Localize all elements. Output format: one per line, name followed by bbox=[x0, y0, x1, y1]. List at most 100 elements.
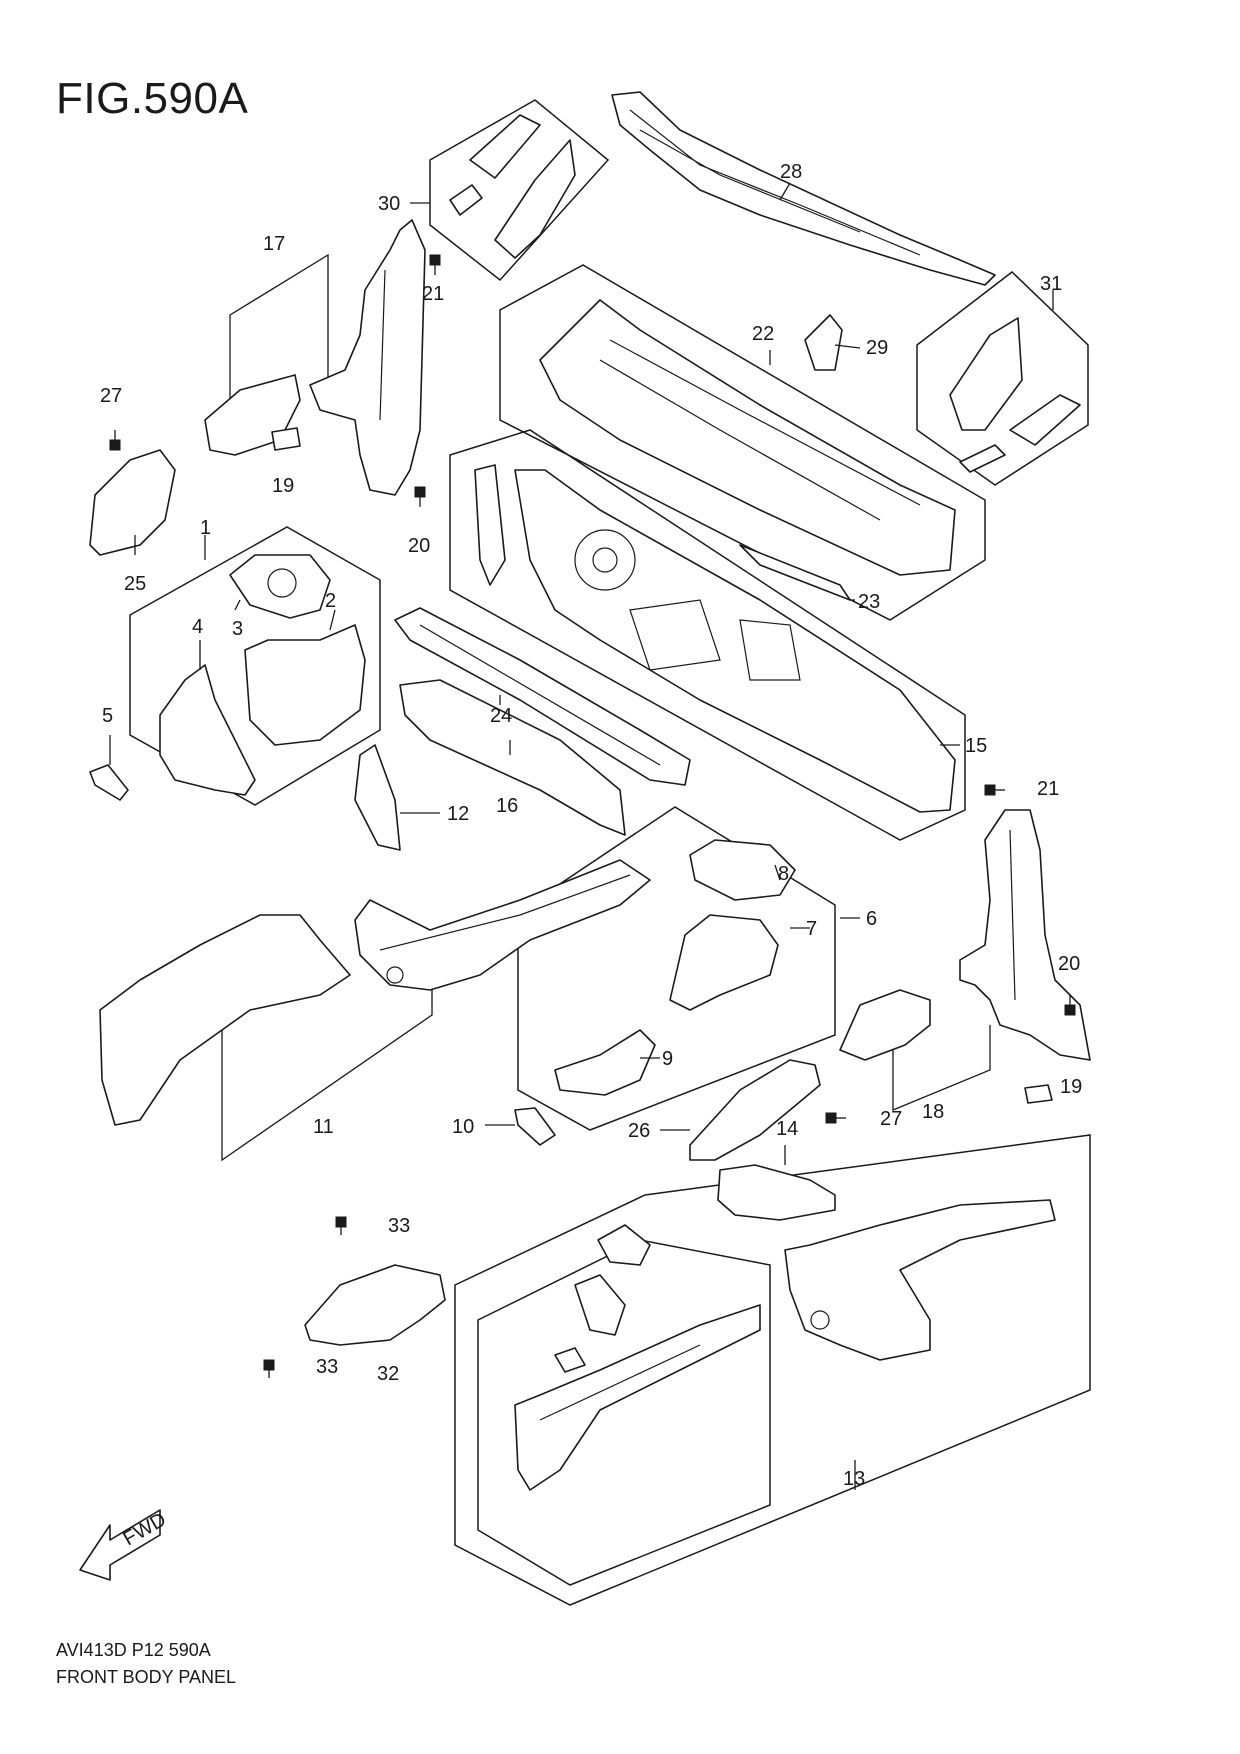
part-15-side-bracket bbox=[474, 464, 506, 586]
bolt-icon bbox=[984, 784, 1005, 796]
callout-15: 15 bbox=[965, 735, 987, 757]
callout-20b: 20 bbox=[1058, 953, 1080, 975]
part-5-clip bbox=[89, 764, 129, 801]
callout-2: 2 bbox=[325, 590, 336, 612]
part-30-bracket-upper bbox=[469, 114, 541, 179]
callout-19: 19 bbox=[272, 475, 294, 497]
frame-group-13-outer bbox=[454, 1134, 1091, 1606]
callout-19b: 19 bbox=[1060, 1076, 1082, 1098]
callout-32: 32 bbox=[377, 1363, 399, 1385]
part-10-clip bbox=[514, 1107, 556, 1146]
fwd-arrow-icon bbox=[79, 1509, 161, 1581]
part-12-gusset bbox=[354, 744, 401, 851]
part-2-wheelhouse bbox=[244, 624, 366, 746]
part-30-clip bbox=[449, 184, 483, 216]
part-19-pad-left bbox=[271, 427, 301, 451]
callout-8: 8 bbox=[778, 863, 789, 885]
callout-3: 3 bbox=[232, 618, 243, 640]
callout-7: 7 bbox=[806, 918, 817, 940]
callout-12: 12 bbox=[447, 803, 469, 825]
callout-33b: 33 bbox=[316, 1356, 338, 1378]
part-9-apron bbox=[554, 1029, 656, 1096]
part-14-bracket bbox=[717, 1164, 836, 1221]
callout-1: 1 bbox=[200, 517, 211, 539]
part-3-strut-cap bbox=[229, 554, 331, 619]
callout-22: 22 bbox=[752, 323, 774, 345]
callout-30: 30 bbox=[378, 193, 400, 215]
bolt-icon bbox=[263, 1359, 275, 1378]
part-31-bracket-b bbox=[1009, 394, 1081, 446]
callout-14: 14 bbox=[776, 1118, 798, 1140]
part-30-bracket-lower bbox=[494, 139, 576, 259]
callout-5: 5 bbox=[102, 705, 113, 727]
callout-27b: 27 bbox=[880, 1108, 902, 1130]
callout-17: 17 bbox=[263, 233, 285, 255]
frame-group-1 bbox=[129, 526, 381, 806]
figure-code: AVI413D P12 590A bbox=[56, 1640, 211, 1660]
part-13-side-member-inner bbox=[514, 1304, 761, 1491]
part-13-clip bbox=[554, 1347, 586, 1373]
part-11-side-member bbox=[99, 914, 351, 1126]
part-29-bracket bbox=[804, 314, 843, 371]
bolt-icon bbox=[429, 254, 441, 275]
fasteners bbox=[109, 254, 1076, 1378]
part-16-member bbox=[399, 679, 626, 836]
bracket-18 bbox=[892, 1025, 991, 1111]
part-22-cowl-inner bbox=[539, 299, 956, 576]
part-4-apron bbox=[159, 664, 256, 796]
leader-lines bbox=[109, 182, 1054, 1165]
part-13-bracket-b bbox=[574, 1274, 626, 1336]
part-13-side-member-outer bbox=[784, 1199, 1056, 1361]
callout-13: 13 bbox=[843, 1468, 865, 1490]
callout-33: 33 bbox=[388, 1215, 410, 1237]
callout-23: 23 bbox=[858, 591, 880, 613]
callout-16: 16 bbox=[496, 795, 518, 817]
frame-group-15 bbox=[449, 429, 966, 841]
bolt-icon bbox=[335, 1216, 347, 1235]
part-28-cowl-top bbox=[611, 91, 996, 286]
part-25-bracket bbox=[89, 449, 176, 556]
callout-27: 27 bbox=[100, 385, 122, 407]
part-13-bracket-a bbox=[597, 1224, 651, 1266]
callout-25: 25 bbox=[124, 573, 146, 595]
callout-18: 18 bbox=[922, 1101, 944, 1123]
callout-24: 24 bbox=[490, 705, 512, 727]
part-31-clip bbox=[959, 444, 1006, 473]
bracket-17 bbox=[229, 253, 329, 440]
callout-4: 4 bbox=[192, 616, 203, 638]
callout-9: 9 bbox=[662, 1048, 673, 1070]
bolt-icon bbox=[414, 486, 426, 507]
callout-29: 29 bbox=[866, 337, 888, 359]
part-8-strut-cap bbox=[689, 839, 796, 901]
callout-10: 10 bbox=[452, 1116, 474, 1138]
part-26-bracket bbox=[689, 1059, 821, 1161]
part-11-rail bbox=[354, 859, 651, 991]
part-23-reinforcement bbox=[739, 544, 851, 601]
part-18-bracket bbox=[839, 989, 931, 1061]
frame-group-6 bbox=[517, 806, 836, 1131]
part-17-pillar-left bbox=[309, 219, 426, 496]
callout-labels: 30 28 31 21 17 22 29 27 19 20 25 1 3 2 4… bbox=[100, 161, 1082, 1490]
part-32-bracket bbox=[304, 1264, 446, 1346]
part-pillar-right bbox=[959, 809, 1091, 1061]
frame-group-22 bbox=[499, 264, 986, 621]
figure-name: FRONT BODY PANEL bbox=[56, 1667, 237, 1687]
bolt-icon bbox=[109, 430, 121, 451]
callout-21: 21 bbox=[422, 283, 444, 305]
callout-31: 31 bbox=[1040, 273, 1062, 295]
frame-group-31 bbox=[916, 271, 1089, 486]
bolt-icon bbox=[1064, 995, 1076, 1016]
part-19-pad-right bbox=[1024, 1084, 1053, 1104]
part-31-bracket-a bbox=[949, 317, 1023, 431]
callout-28: 28 bbox=[780, 161, 802, 183]
callout-26: 26 bbox=[628, 1120, 650, 1142]
parts: FWD bbox=[79, 91, 1091, 1581]
callout-20: 20 bbox=[408, 535, 430, 557]
bracket-11 bbox=[221, 975, 433, 1162]
callout-11: 11 bbox=[313, 1116, 334, 1138]
bolt-icon bbox=[825, 1112, 846, 1124]
callout-21b: 21 bbox=[1037, 778, 1059, 800]
callout-6: 6 bbox=[866, 908, 877, 930]
figure-title: FIG.590A bbox=[56, 74, 249, 123]
